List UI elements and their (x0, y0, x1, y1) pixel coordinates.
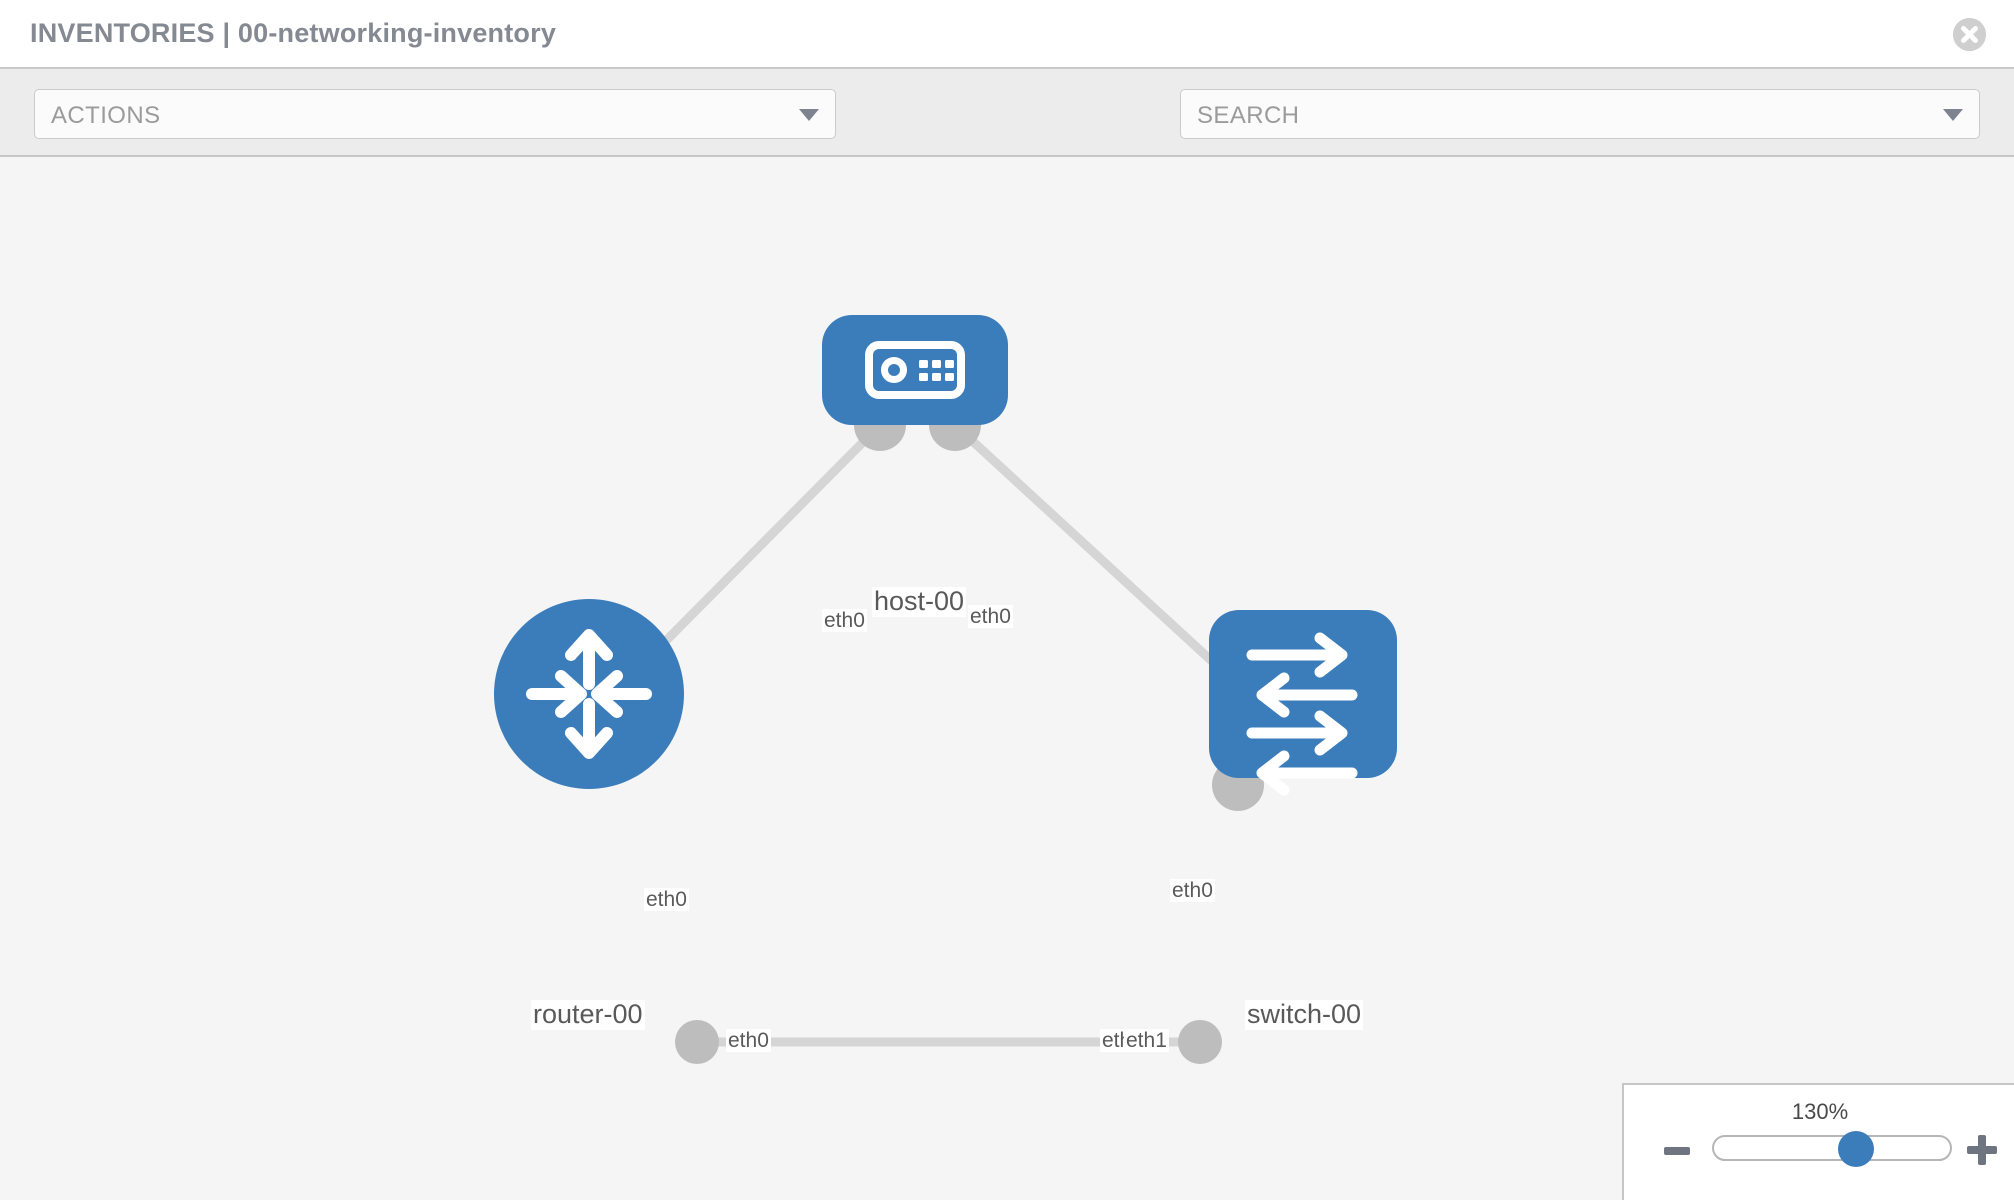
node-switch-00 (1209, 610, 1397, 796)
close-icon[interactable] (1953, 18, 1986, 51)
switch-icon (1246, 632, 1358, 796)
iface-label-host00-eth0-right: eth0 (968, 605, 1013, 629)
actions-dropdown[interactable]: ACTIONS (34, 89, 836, 139)
page-title: INVENTORIES | 00-networking-inventory (30, 18, 557, 48)
router-icon (526, 629, 652, 759)
node-host-00 (822, 315, 1008, 425)
endpoint-layer (675, 399, 1264, 1064)
iface-label-router00-eth0-uplink: eth0 (644, 888, 689, 912)
endpoint-dot (675, 1020, 719, 1064)
zoom-control-panel: 130% (1622, 1083, 2014, 1200)
toolbar: ACTIONS SEARCH (0, 69, 2014, 199)
endpoint-dot (1178, 1020, 1222, 1064)
link-host00-switch00 (951, 421, 1244, 691)
zoom-level-label: 130% (1791, 1099, 1849, 1124)
search-input[interactable]: SEARCH (1180, 89, 1980, 139)
link-host00-router00 (626, 421, 884, 681)
node-label-host-00: host-00 (872, 586, 967, 617)
page-header: INVENTORIES | 00-networking-inventory (0, 0, 2014, 69)
iface-label-switch00-eth1-lan: eth1 (1124, 1029, 1169, 1053)
iface-label-router00-eth0-lan: eth0 (726, 1029, 771, 1053)
zoom-slider-thumb[interactable] (1838, 1131, 1875, 1167)
node-router-00 (494, 599, 684, 789)
topology-canvas[interactable]: host-00 router-00 switch-00 eth0 eth0 et… (0, 157, 2014, 1200)
node-label-router-00: router-00 (531, 999, 645, 1030)
zoom-slider-track[interactable] (1712, 1135, 1952, 1161)
iface-label-host00-eth0-left: eth0 (822, 609, 867, 633)
server-icon (865, 341, 965, 399)
chevron-down-icon (799, 109, 819, 121)
zoom-in-button[interactable] (1967, 1135, 1997, 1165)
iface-label-switch00-eth0-uplink: eth0 (1170, 879, 1215, 903)
zoom-out-button[interactable] (1664, 1147, 1690, 1155)
node-label-switch-00: switch-00 (1245, 999, 1364, 1030)
link-layer (626, 421, 1244, 1047)
actions-dropdown-label: ACTIONS (51, 102, 161, 129)
chevron-down-icon (1943, 109, 1963, 121)
topology-graph (494, 315, 1397, 1064)
search-placeholder: SEARCH (1197, 102, 1300, 129)
